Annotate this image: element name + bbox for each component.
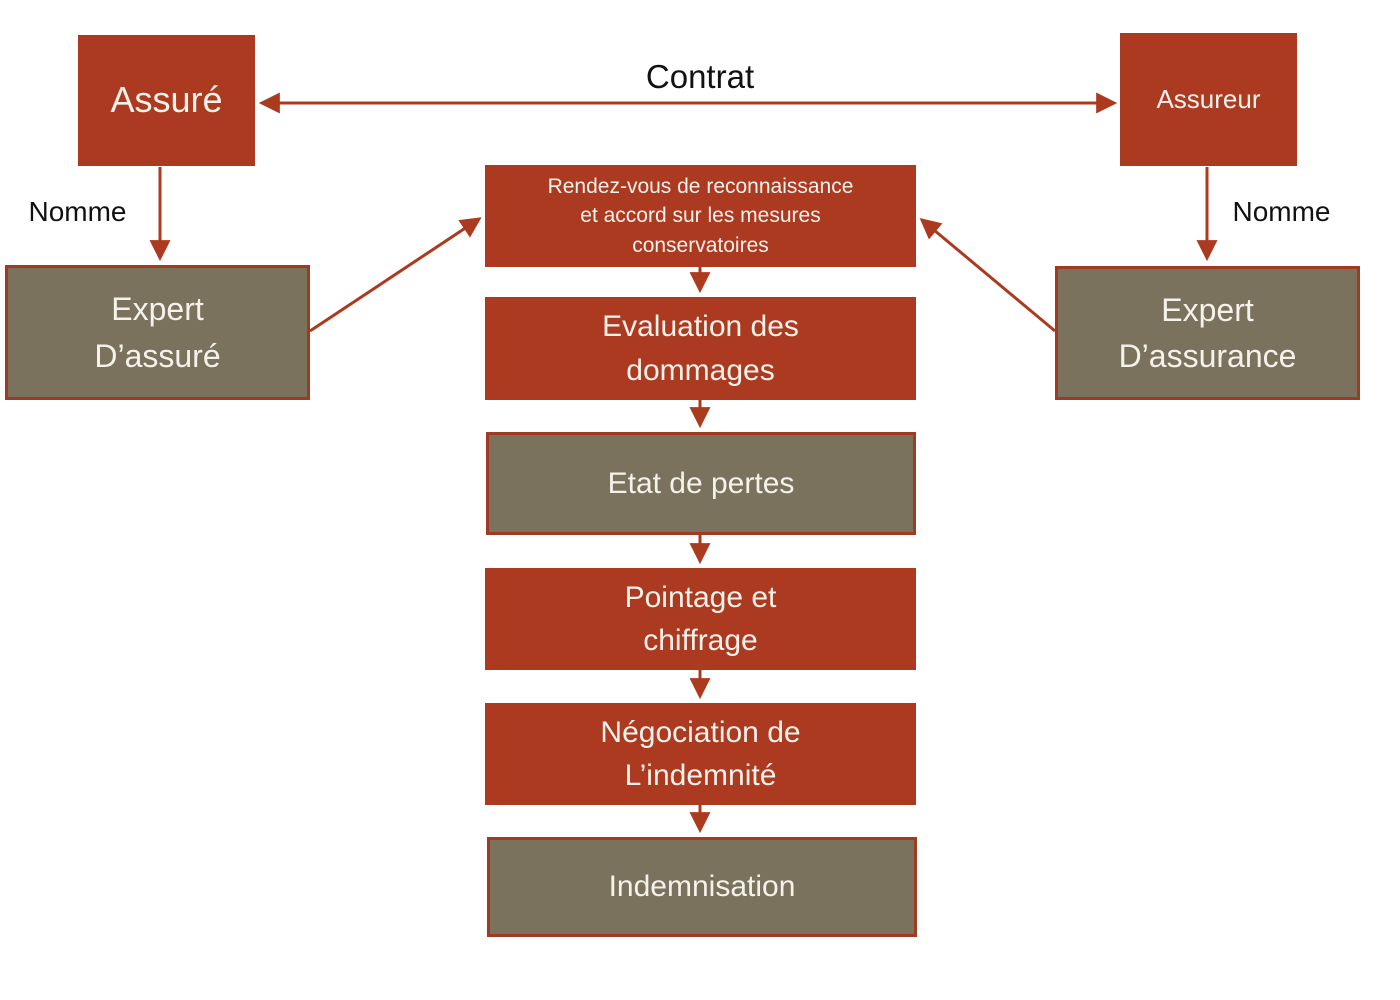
expert-assure-box: Expert D’assuré — [5, 265, 310, 400]
step-rendezvous-box: Rendez-vous de reconnaissance et accord … — [485, 165, 916, 267]
step-negociation-box: Négociation de L’indemnité — [485, 703, 916, 805]
assure-box: Assuré — [78, 35, 255, 166]
step-indemnisation-box: Indemnisation — [487, 837, 917, 937]
nomme-left-label: Nomme — [28, 196, 127, 227]
nomme-right-label: Nomme — [1232, 196, 1331, 227]
step-pointage-box: Pointage et chiffrage — [485, 568, 916, 670]
assureur-box: Assureur — [1120, 33, 1297, 166]
expert-assure-to-rendezvous-arrow — [309, 217, 482, 333]
contrat-label: Contrat — [645, 58, 755, 95]
expert-assurance-box: Expert D’assurance — [1055, 266, 1360, 400]
step-evaluation-box: Evaluation des dommages — [485, 297, 916, 400]
expert-assurance-to-rendezvous-arrow — [919, 217, 1056, 333]
step-etat-pertes-box: Etat de pertes — [486, 432, 916, 535]
